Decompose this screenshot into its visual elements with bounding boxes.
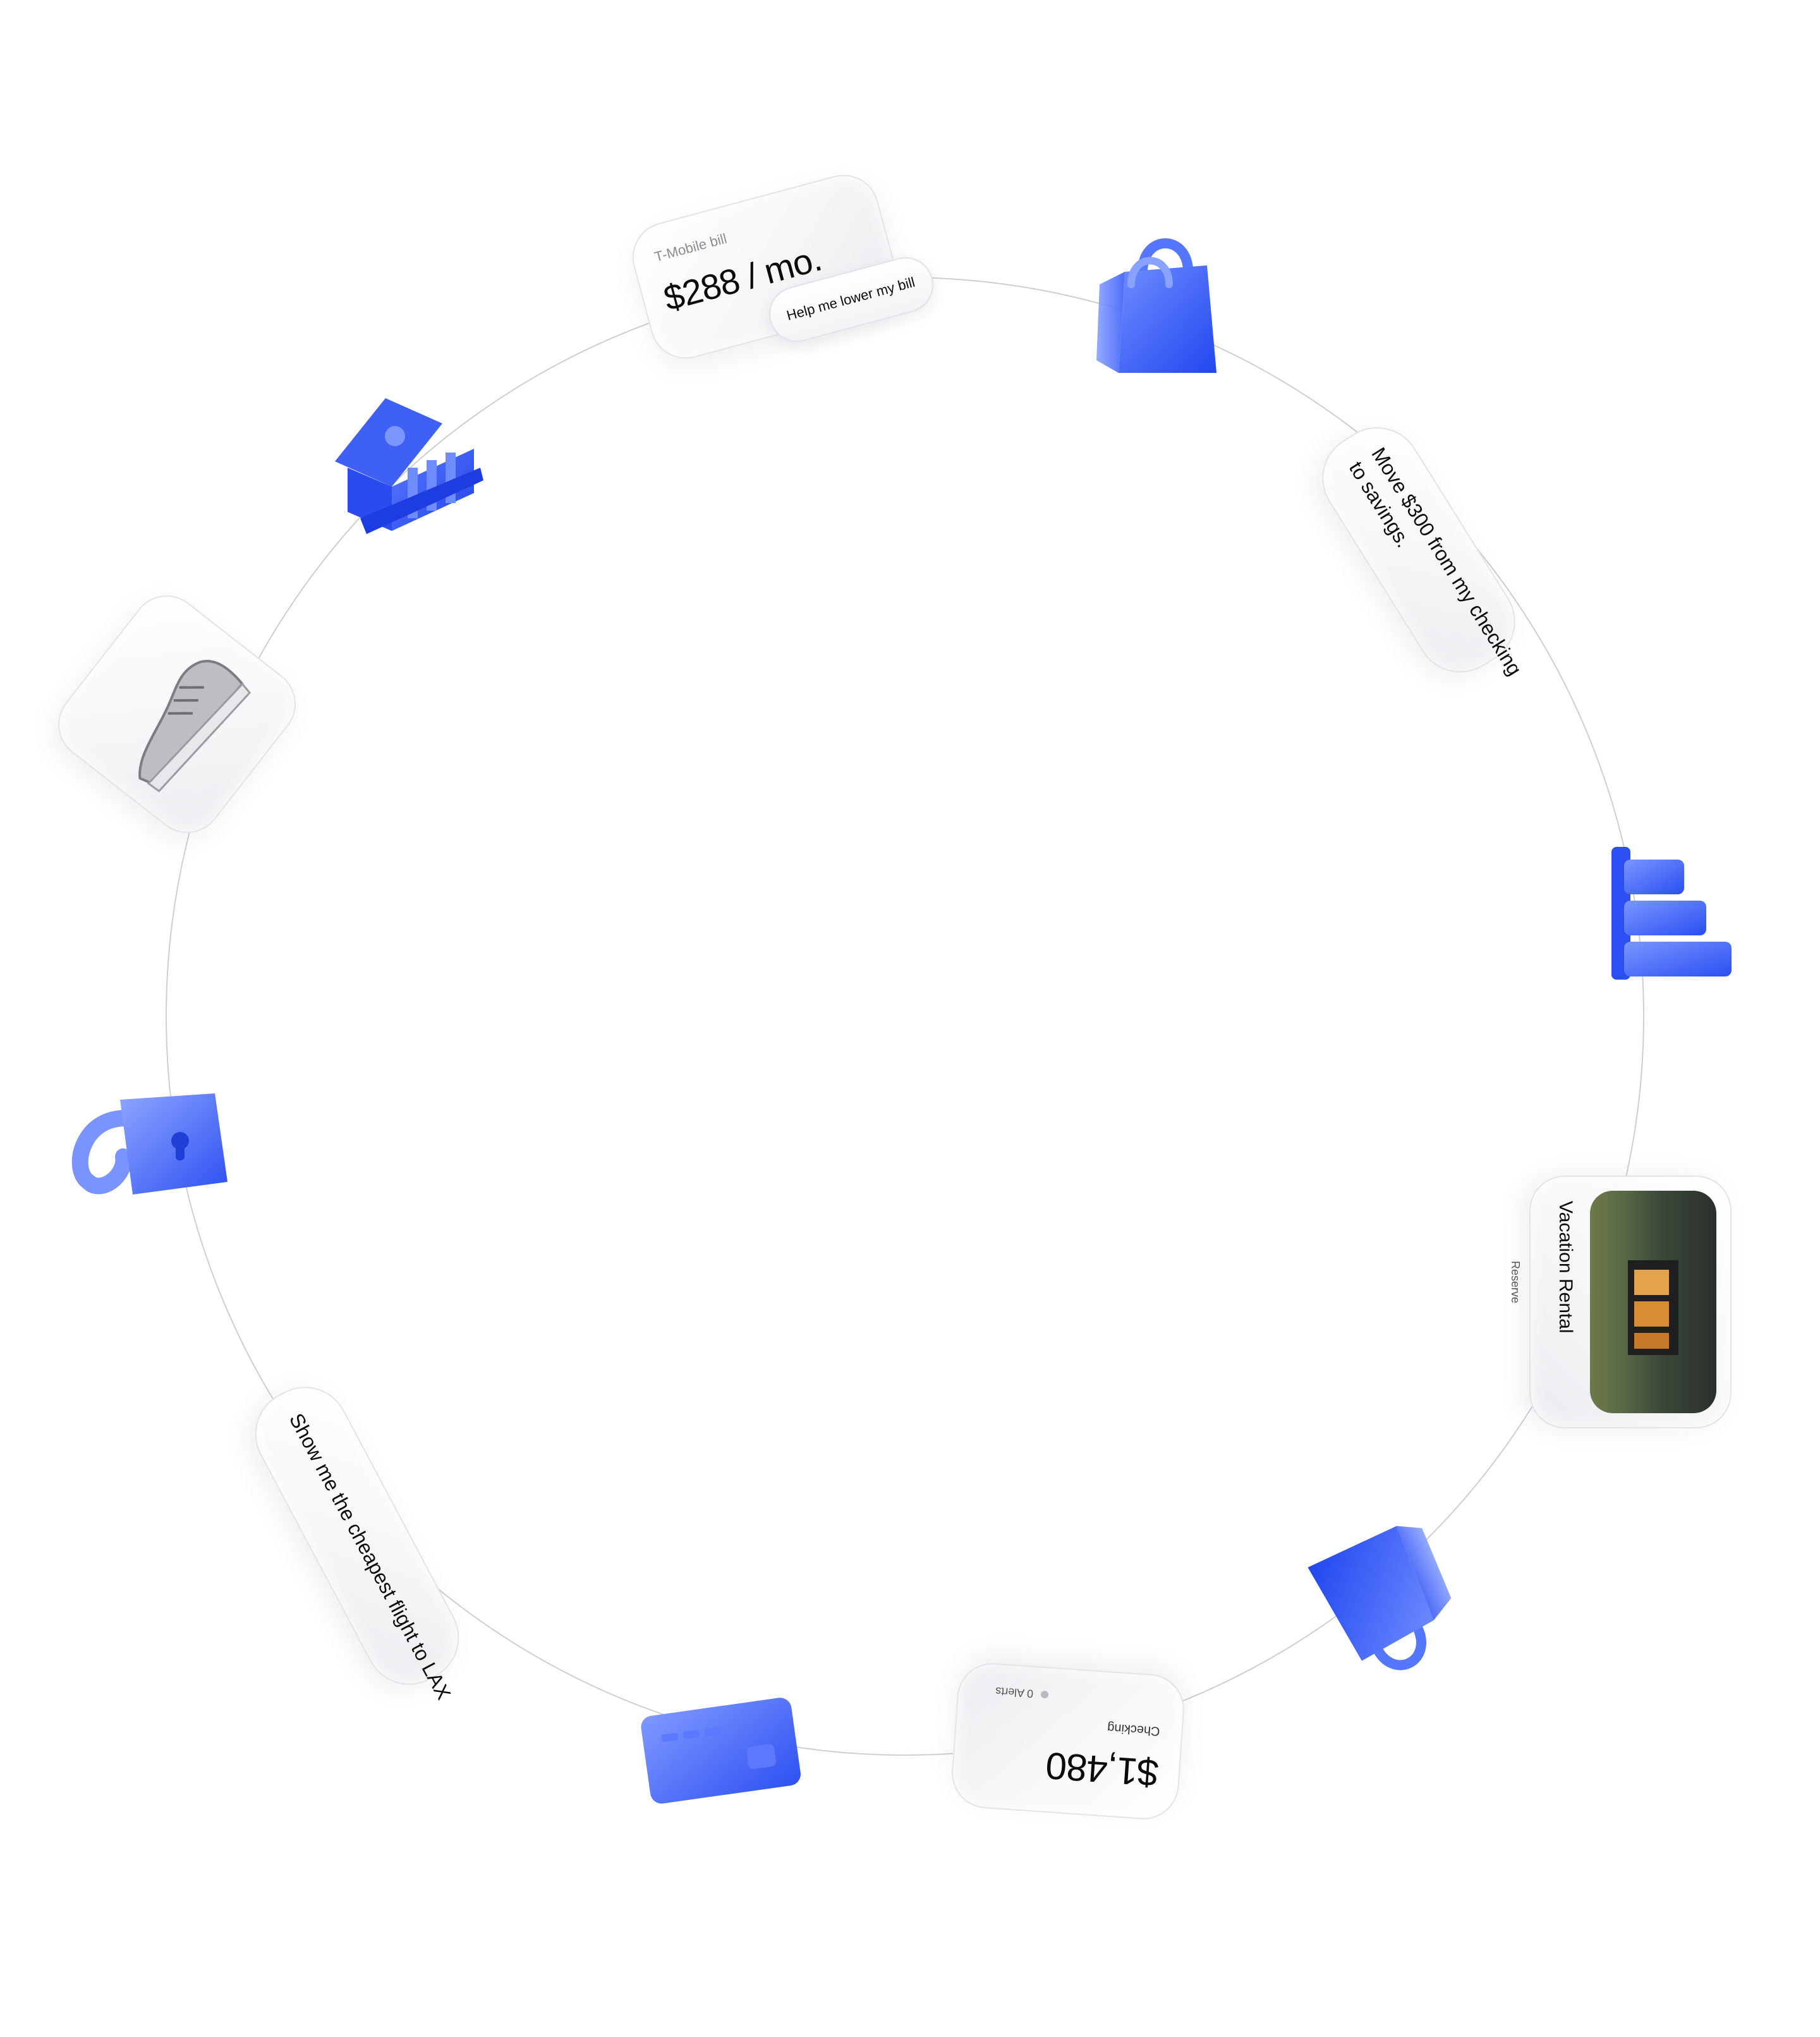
rental-title: Vacation Rental	[1555, 1201, 1576, 1334]
sneaker-card[interactable]	[44, 581, 310, 848]
shopping-bag-icon	[1307, 1526, 1452, 1670]
shopping-bag-icon	[1096, 238, 1216, 373]
rental-photo	[1590, 1191, 1716, 1413]
credit-card-icon	[641, 1698, 801, 1804]
balance-amount: $1,480	[1045, 1744, 1160, 1795]
padlock-icon	[71, 1093, 228, 1195]
sneaker-icon	[138, 660, 252, 793]
bar-chart-icon	[1611, 847, 1732, 980]
balance-card[interactable]: $1,480 Checking 0 Alerts	[949, 1660, 1187, 1822]
balance-alerts: 0 Alerts	[995, 1684, 1034, 1700]
bank-icon	[335, 398, 483, 534]
rental-card[interactable]: Vacation Rental Reserve	[1529, 1176, 1732, 1428]
reserve-label-visible[interactable]: Reserve	[1509, 1261, 1522, 1304]
